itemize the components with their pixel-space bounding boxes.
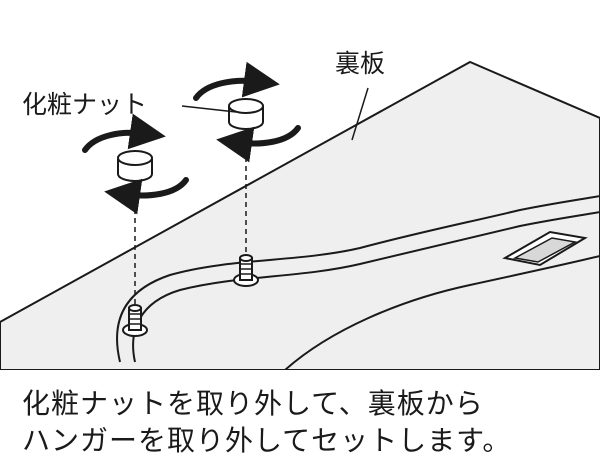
back-panel bbox=[0, 60, 600, 370]
assembly-illustration bbox=[0, 60, 600, 370]
bolt-left bbox=[122, 304, 148, 337]
back-panel-label-leader bbox=[351, 87, 369, 141]
decorative-nut-label: 化粧ナット bbox=[22, 90, 148, 119]
caption-line-2: ハンガーを取り外してセットします。 bbox=[22, 424, 512, 457]
hanger-wire-lower bbox=[284, 255, 600, 370]
decorative-nut-right bbox=[228, 98, 264, 130]
nut-label-leader bbox=[181, 105, 237, 113]
decorative-nut-left bbox=[117, 150, 153, 182]
bolt-right bbox=[233, 254, 259, 287]
back-panel-label: 裏板 bbox=[335, 49, 386, 78]
hanger-wire bbox=[116, 195, 600, 363]
rotation-arrow-left bbox=[82, 113, 189, 215]
instruction-caption: 化粧ナットを取り外して、裏板から ハンガーを取り外してセットします。 bbox=[22, 385, 592, 459]
rotation-arrow-right bbox=[193, 61, 301, 163]
panel-slot bbox=[502, 230, 588, 267]
caption-line-1: 化粧ナットを取り外して、裏板から bbox=[22, 387, 484, 420]
hanger-wire-inner bbox=[132, 211, 600, 363]
